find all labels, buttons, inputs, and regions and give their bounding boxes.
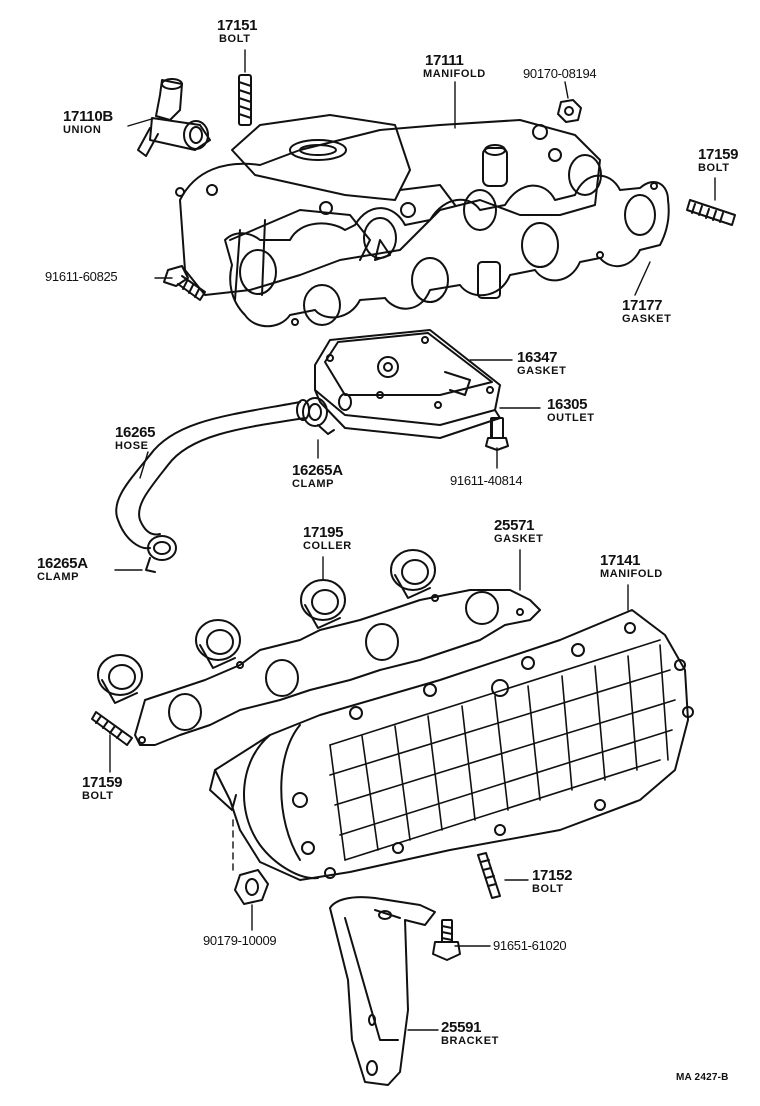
part-name: UNION (63, 124, 102, 136)
bolt-91651-drawing (433, 920, 460, 960)
bolt-91611-60825-drawing (164, 266, 205, 300)
part-number: 17152 (532, 867, 573, 884)
part-label-25571: 25571 GASKET (494, 518, 543, 545)
part-name: BOLT (219, 33, 251, 45)
part-number: 16265A (292, 462, 343, 479)
bolt-17151-drawing (239, 75, 251, 125)
outlet-16305-drawing (315, 330, 500, 438)
part-name: BOLT (82, 790, 114, 802)
leader-lines (110, 50, 715, 1030)
part-label-91611-40814: 91611-40814 (450, 473, 523, 488)
part-label-17177: 17177 GASKET (622, 298, 671, 325)
part-name: MANIFOLD (600, 568, 663, 580)
part-label-17141: 17141 MANIFOLD (600, 553, 663, 580)
gasket-25571-drawing (135, 590, 540, 745)
gasket-17177-drawing (225, 155, 669, 326)
part-label-16265: 16265 HOSE (115, 424, 156, 452)
nut-90170-drawing (558, 100, 581, 122)
part-number: 17177 (622, 297, 663, 314)
part-number: 91651-61020 (493, 938, 567, 953)
part-number: 17195 (303, 524, 344, 541)
part-number: 90179-10009 (203, 933, 277, 948)
bolt-91611-40814-drawing (486, 418, 508, 450)
part-name: BRACKET (441, 1035, 499, 1047)
collers-17195-drawing (98, 550, 435, 703)
part-label-16265A-lower: 16265A CLAMP (37, 556, 88, 583)
part-number: 91611-40814 (450, 473, 523, 488)
part-label-17111: 17111 MANIFOLD (423, 53, 486, 80)
stud-17159-upper-drawing (687, 200, 735, 225)
part-number: 16265 (115, 424, 156, 441)
part-label-16347: 16347 GASKET (517, 350, 566, 377)
part-label-90179-10009: 90179-10009 (203, 933, 277, 948)
part-label-17159-lower: 17159 BOLT (82, 774, 123, 802)
part-number: 17151 (217, 17, 258, 34)
part-number: 16265A (37, 555, 88, 572)
part-number: 90170-08194 (523, 66, 597, 81)
part-label-91651-61020: 91651-61020 (493, 938, 567, 953)
part-label-16265A-upper: 16265A CLAMP (292, 463, 343, 490)
part-label-91611-60825: 91611-60825 (45, 269, 118, 284)
clamp-16265A-lower-drawing (146, 536, 176, 572)
nut-90179-drawing (235, 870, 268, 904)
part-label-17110B: 17110B UNION (63, 109, 113, 136)
part-name: CLAMP (292, 478, 335, 490)
part-number: 16347 (517, 349, 558, 366)
part-number: 17141 (600, 552, 641, 569)
diagram-reference-code: MA 2427-B (676, 1072, 729, 1083)
part-name: GASKET (622, 313, 672, 325)
part-label-17152: 17152 BOLT (532, 867, 573, 895)
part-label-17151: 17151 BOLT (217, 17, 258, 45)
part-label-17159-upper: 17159 BOLT (698, 146, 739, 174)
clamp-16265A-upper-drawing (303, 398, 334, 434)
part-label-25591: 25591 BRACKET (441, 1020, 499, 1047)
part-number: 91611-60825 (45, 269, 118, 284)
lower-manifold-drawing (210, 610, 693, 880)
part-number: 16305 (547, 396, 588, 413)
part-name: BOLT (532, 883, 564, 895)
bracket-drawing (330, 897, 435, 1085)
part-number: 25591 (441, 1019, 482, 1036)
part-name: MANIFOLD (423, 68, 486, 80)
part-label-17195: 17195 COLLER (303, 525, 352, 552)
stud-17159-lower-drawing (92, 712, 132, 745)
part-number: 25571 (494, 517, 535, 534)
part-label-90170-08194: 90170-08194 (523, 66, 597, 81)
part-number: 17110B (63, 108, 113, 125)
part-name: GASKET (494, 533, 544, 545)
part-name: GASKET (517, 365, 567, 377)
part-number: 17111 (425, 52, 464, 69)
part-number: 17159 (698, 146, 739, 163)
part-name: COLLER (303, 540, 352, 552)
part-name: HOSE (115, 440, 149, 452)
part-number: 17159 (82, 774, 123, 791)
part-name: BOLT (698, 162, 730, 174)
part-name: OUTLET (547, 412, 595, 424)
stud-17152-drawing (478, 853, 500, 898)
upper-manifold-drawing (176, 115, 600, 300)
part-label-16305: 16305 OUTLET (547, 397, 595, 424)
union-drawing (138, 79, 210, 156)
part-name: CLAMP (37, 571, 80, 583)
